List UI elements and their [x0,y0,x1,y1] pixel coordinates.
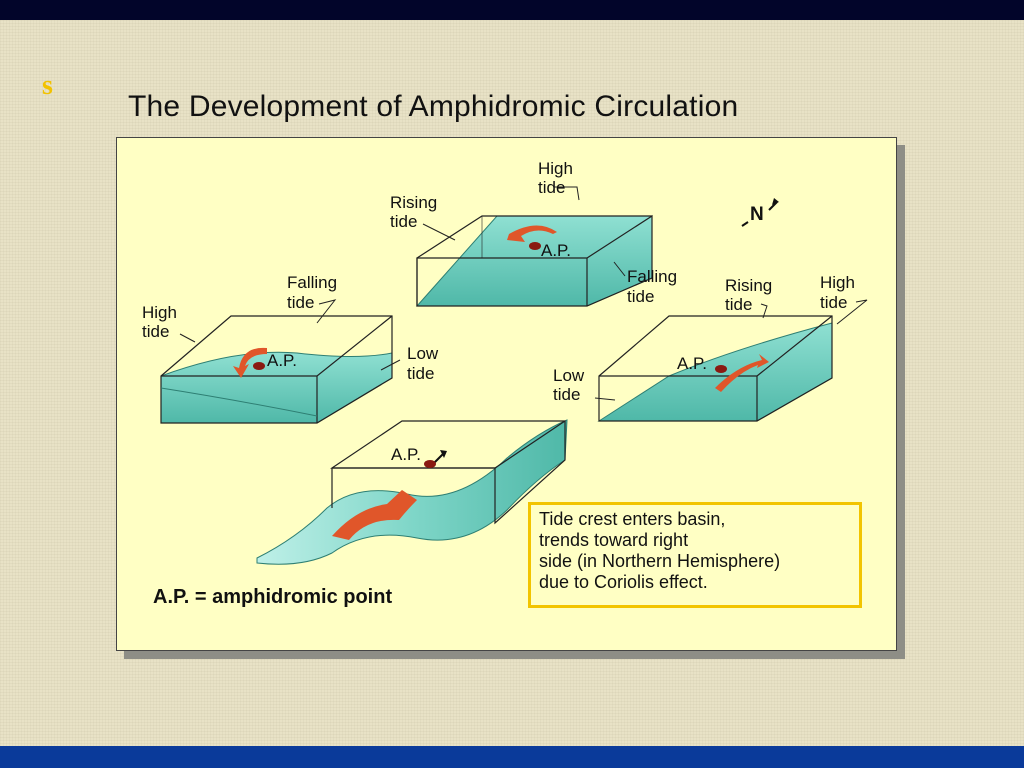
callout-line: side (in Northern Hemisphere) [539,551,781,571]
basin-right [597,315,833,422]
page-title: The Development of Amphidromic Circulati… [128,90,739,123]
basin-top [415,214,653,307]
tide-crest-arrow [332,490,417,540]
legend-ap-definition: A.P. = amphidromic point [153,586,393,608]
top-bar [0,0,1024,20]
slide-marker: s [42,70,53,101]
leader-lines [179,186,868,401]
north-label: N [750,204,764,225]
amphidromic-point-left [253,362,265,370]
callout-box: Tide crest enters basin, trends toward r… [528,502,862,608]
ap-label-left: A.P. [267,351,297,370]
north-compass: N [741,198,779,227]
basin-bottom [256,419,568,565]
callout-line: Tide crest enters basin, [539,509,726,529]
ap-label-bottom: A.P. [391,445,421,464]
bottom-bar [0,746,1024,768]
rotation-arrow-left [233,347,267,378]
ap-label-right: A.P. [677,354,707,373]
callout-line: trends toward right [539,530,689,550]
rotation-arrow-top [507,225,557,242]
amphidromic-point-top [529,242,541,250]
amphidromic-point-right [715,365,727,373]
rotation-arrow-right [715,354,769,392]
callout-line: due to Coriolis effect. [539,572,708,592]
amphidromic-point-bottom [424,460,436,468]
basin-left [160,315,393,424]
ap-label-top: A.P. [541,241,571,260]
